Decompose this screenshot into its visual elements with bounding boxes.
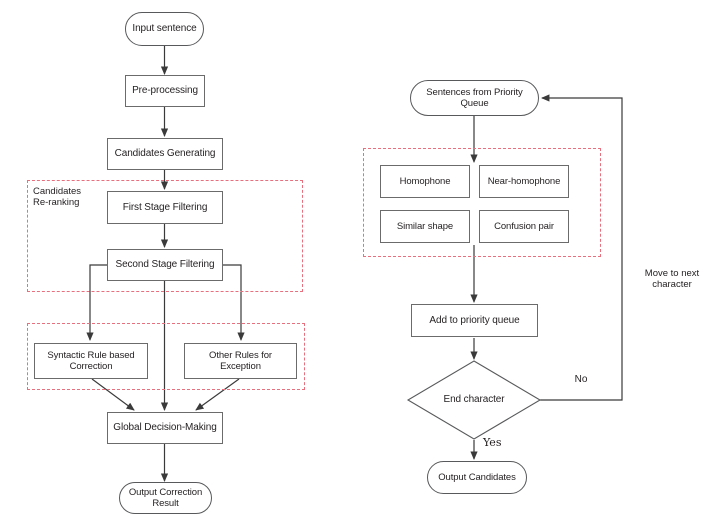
node-other-rules-exception[interactable]: Other Rules for Exception	[184, 343, 297, 379]
node-confusion-pair[interactable]: Confusion pair	[479, 210, 569, 243]
node-first-stage-filtering[interactable]: First Stage Filtering	[107, 191, 223, 224]
edge-no-feedback-loop	[540, 94, 623, 401]
node-output-correction-result[interactable]: Output Correction Result	[119, 482, 212, 514]
node-candidates-generating[interactable]: Candidates Generating	[107, 138, 223, 170]
label-no: No	[574, 374, 588, 385]
node-input-sentence[interactable]: Input sentence	[125, 12, 204, 46]
node-near-homophone[interactable]: Near-homophone	[479, 165, 569, 198]
label-candidates-reranking: Candidates Re-ranking	[33, 186, 82, 209]
label-yes: Yes	[483, 436, 502, 449]
edge-syntactic-to-global	[91, 378, 135, 411]
node-add-to-priority-queue[interactable]: Add to priority queue	[411, 304, 538, 337]
node-output-candidates[interactable]: Output Candidates	[427, 461, 527, 494]
edge-second-stage-to-other-rules	[222, 264, 245, 341]
node-pre-processing[interactable]: Pre-processing	[125, 75, 205, 107]
node-syntactic-rule-correction[interactable]: Syntactic Rule based Correction	[34, 343, 148, 379]
node-similar-shape[interactable]: Similar shape	[380, 210, 470, 243]
node-homophone[interactable]: Homophone	[380, 165, 470, 198]
node-second-stage-filtering[interactable]: Second Stage Filtering	[107, 249, 223, 281]
label-move-to-next-character: Move to next character	[644, 268, 700, 291]
node-global-decision-making[interactable]: Global Decision-Making	[107, 412, 223, 444]
edge-second-stage-to-syntactic	[86, 264, 107, 341]
node-end-character[interactable]: End character	[443, 394, 505, 406]
node-sentences-from-priority-queue[interactable]: Sentences from Priority Queue	[410, 80, 539, 116]
edge-other-rules-to-global	[195, 378, 240, 411]
